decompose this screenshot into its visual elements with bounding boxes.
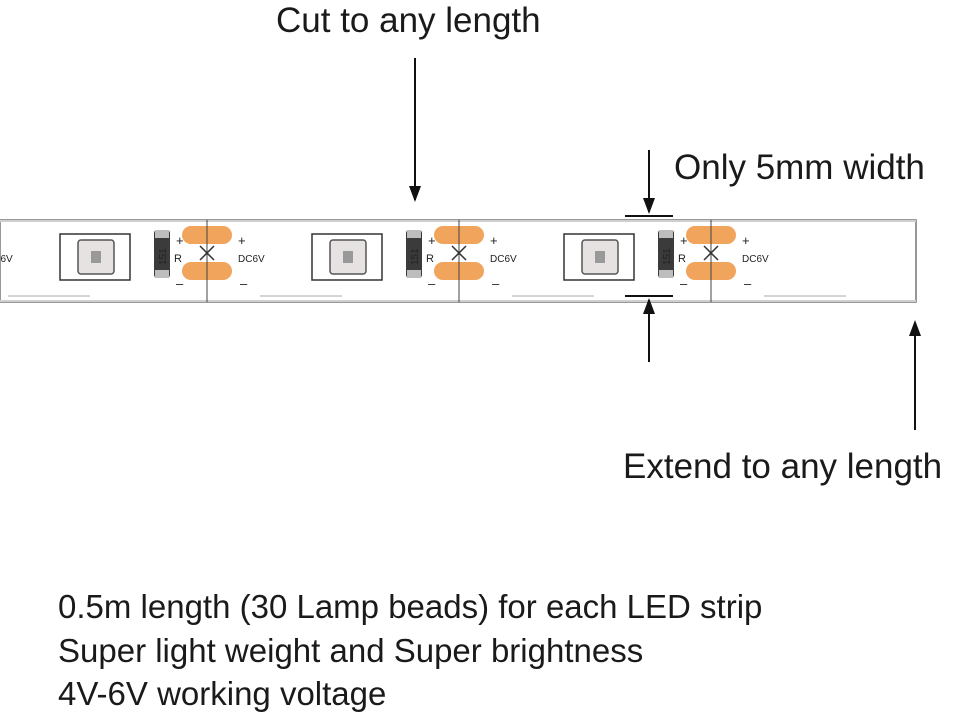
- minus-sign: –: [428, 276, 436, 291]
- spec-line-brightness: Super light weight and Super brightness: [58, 632, 644, 669]
- voltage-label: DC6V: [490, 254, 517, 265]
- voltage-label: DC6V: [0, 254, 13, 265]
- resistor-label: R: [174, 253, 182, 265]
- resistor-code: 151: [662, 248, 673, 265]
- led-die: [343, 251, 353, 263]
- extend-callout-label: Extend to any length: [623, 447, 943, 486]
- minus-sign: –: [492, 276, 500, 291]
- resistor: [154, 230, 170, 278]
- plus-sign: +: [176, 233, 184, 248]
- cut-callout-label: Cut to any length: [276, 1, 541, 40]
- spec-line-voltage: 4V-6V working voltage: [58, 675, 387, 712]
- scissor-mark: [199, 245, 215, 261]
- minus-sign: –: [176, 276, 184, 291]
- plus-sign: +: [680, 233, 688, 248]
- cut-arrow-head: [409, 186, 421, 202]
- width-callout-label: Only 5mm width: [674, 148, 925, 187]
- resistor-code: 151: [410, 248, 421, 265]
- resistor-label: R: [678, 253, 686, 265]
- resistor-code: 151: [158, 248, 169, 265]
- voltage-label: DC6V: [742, 254, 769, 265]
- scissor-mark: [703, 245, 719, 261]
- led-die: [91, 251, 101, 263]
- resistor: [658, 230, 674, 278]
- resistor-label: R: [426, 253, 434, 265]
- minus-sign: –: [680, 276, 688, 291]
- plus-sign: +: [238, 233, 246, 248]
- minus-sign: –: [744, 276, 752, 291]
- width-dimension: [625, 150, 673, 362]
- resistor: [406, 230, 422, 278]
- led-die: [595, 251, 605, 263]
- extend-arrow-head: [909, 320, 921, 336]
- spec-line-length: 0.5m length (30 Lamp beads) for each LED…: [58, 588, 763, 625]
- scissor-mark: [451, 245, 467, 261]
- plus-sign: +: [490, 233, 498, 248]
- plus-sign: +: [742, 233, 750, 248]
- voltage-label: DC6V: [238, 254, 265, 265]
- minus-sign: –: [240, 276, 248, 291]
- plus-sign: +: [428, 233, 436, 248]
